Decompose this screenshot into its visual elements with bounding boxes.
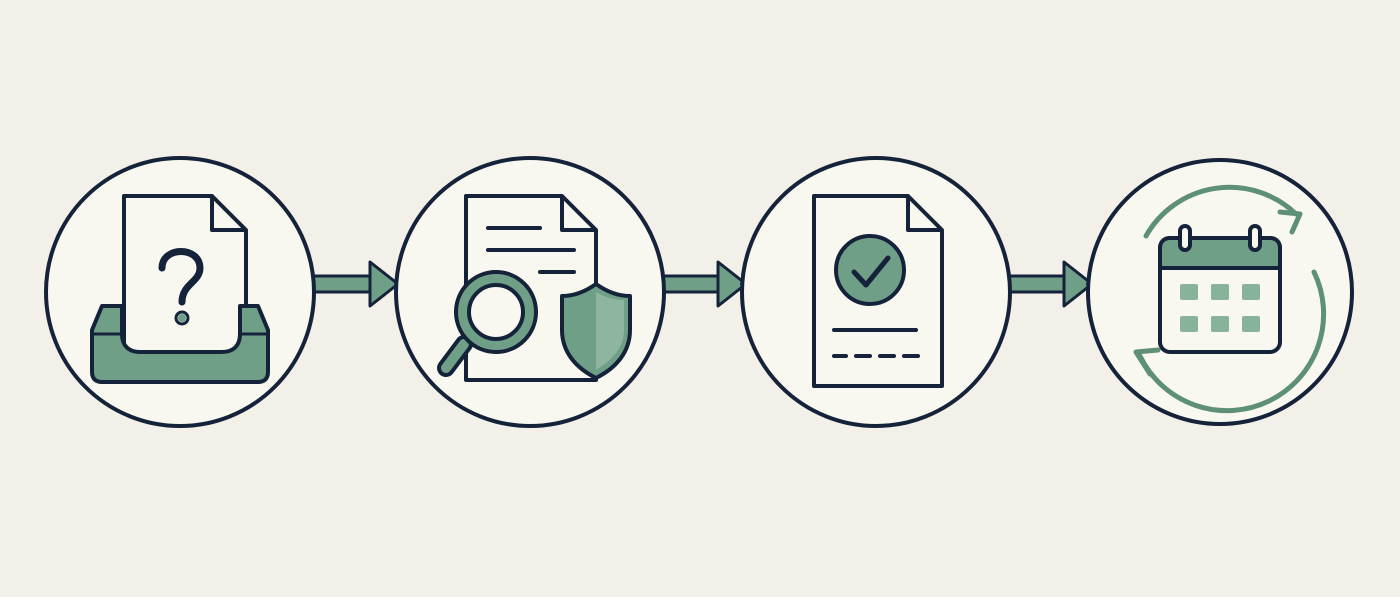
arrow-right-icon (308, 260, 400, 308)
step-3-node (740, 156, 1012, 428)
step-4-node (1086, 158, 1354, 426)
step-1-node (44, 156, 316, 428)
step-2-node (394, 156, 666, 428)
document-magnifier-shield-icon (437, 194, 632, 382)
document-question-inbox-icon (90, 194, 270, 384)
arrow-right-icon (1002, 260, 1094, 308)
arrow-right-icon (656, 260, 748, 308)
calendar-refresh-icon (1133, 184, 1327, 414)
document-checkmark-icon (812, 194, 944, 388)
